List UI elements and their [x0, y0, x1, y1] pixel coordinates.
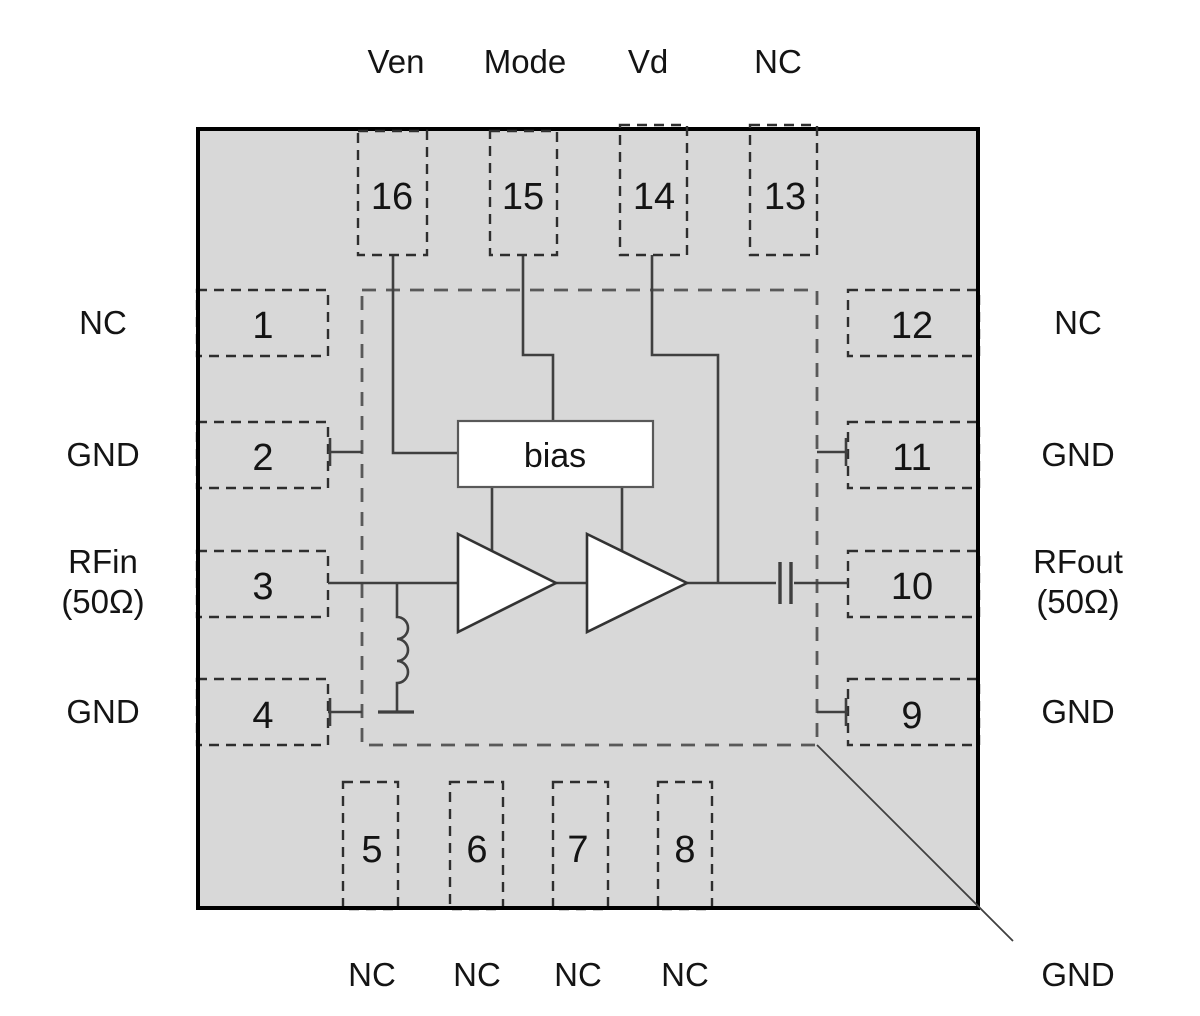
pin-4-number: 4	[252, 695, 273, 737]
pin-6-number: 6	[466, 829, 487, 871]
pin-12-number: 12	[891, 305, 933, 347]
pin-11-number: 11	[892, 437, 931, 479]
pin-2-number: 2	[252, 437, 273, 479]
pin-12-pad	[846, 288, 981, 358]
chip-body	[198, 129, 978, 908]
pin11-pad-tie	[817, 438, 848, 466]
pin-9-label: GND	[1041, 693, 1114, 730]
pin4-pad-tie	[328, 698, 362, 726]
pin-11-label: GND	[1041, 436, 1114, 473]
ven-trace	[391, 255, 459, 455]
pin-9-number: 9	[901, 695, 922, 737]
pin-16-pad	[356, 129, 429, 257]
pin-14-number: 14	[633, 176, 675, 218]
pin-1-label: NC	[79, 304, 127, 341]
pin-13-label: NC	[754, 43, 802, 80]
pin-2-label: GND	[66, 436, 139, 473]
mode-trace	[521, 255, 555, 422]
bias-block-label: bias	[524, 437, 586, 475]
pin-15-number: 15	[502, 176, 544, 218]
pin-6-label: NC	[453, 956, 501, 993]
bias-block	[456, 419, 655, 489]
chip-border	[196, 127, 980, 910]
pin9-pad-tie	[817, 698, 848, 726]
pin-13-number: 13	[764, 176, 806, 218]
pin-5-label: NC	[348, 956, 396, 993]
pin-15-pad	[488, 129, 559, 257]
exposed-pad-pointer-line	[816, 744, 1014, 942]
pin-numbers: 16 15 14 13 1 2 3 4 12 11 10 9 5 6 7 8	[252, 176, 933, 871]
pin-8-label: NC	[661, 956, 709, 993]
pin-10-number: 10	[891, 566, 933, 608]
pin-4-label: GND	[66, 693, 139, 730]
top-pin-pads	[356, 123, 819, 257]
pin-8-number: 8	[674, 829, 695, 871]
pin-1-number: 1	[252, 305, 273, 347]
inductor-icon	[395, 583, 410, 712]
pin-7-label: NC	[554, 956, 602, 993]
pin-11-pad	[846, 420, 981, 490]
amplifier-2-icon	[585, 531, 690, 635]
pin-14-label: Vd	[628, 43, 668, 80]
pin-3-number: 3	[252, 566, 273, 608]
pin-7-number: 7	[567, 829, 588, 871]
pin-10-label-2: (50Ω)	[1036, 583, 1119, 620]
pin-3-label-2: (50Ω)	[61, 583, 144, 620]
amplifier-1-icon	[456, 531, 559, 635]
pin-16-number: 16	[371, 176, 413, 218]
exposed-pad-gnd-label: GND	[1041, 956, 1114, 993]
pin-labels: Ven Mode Vd NC NC GND RFin (50Ω) GND NC …	[61, 43, 1123, 993]
pin-14-pad	[618, 123, 689, 257]
pin-16-label: Ven	[368, 43, 425, 80]
pin-13-pad	[748, 123, 819, 257]
exposed-pad-outline	[360, 288, 819, 747]
pin-5-number: 5	[361, 829, 382, 871]
vd-trace	[650, 255, 720, 583]
pin-15-label: Mode	[484, 43, 567, 80]
pin-12-label: NC	[1054, 304, 1102, 341]
pin-3-label: RFin	[68, 543, 138, 580]
pin2-pad-tie	[328, 438, 362, 466]
dc-block-capacitor-icon	[778, 562, 793, 604]
pin-10-label: RFout	[1033, 543, 1123, 580]
